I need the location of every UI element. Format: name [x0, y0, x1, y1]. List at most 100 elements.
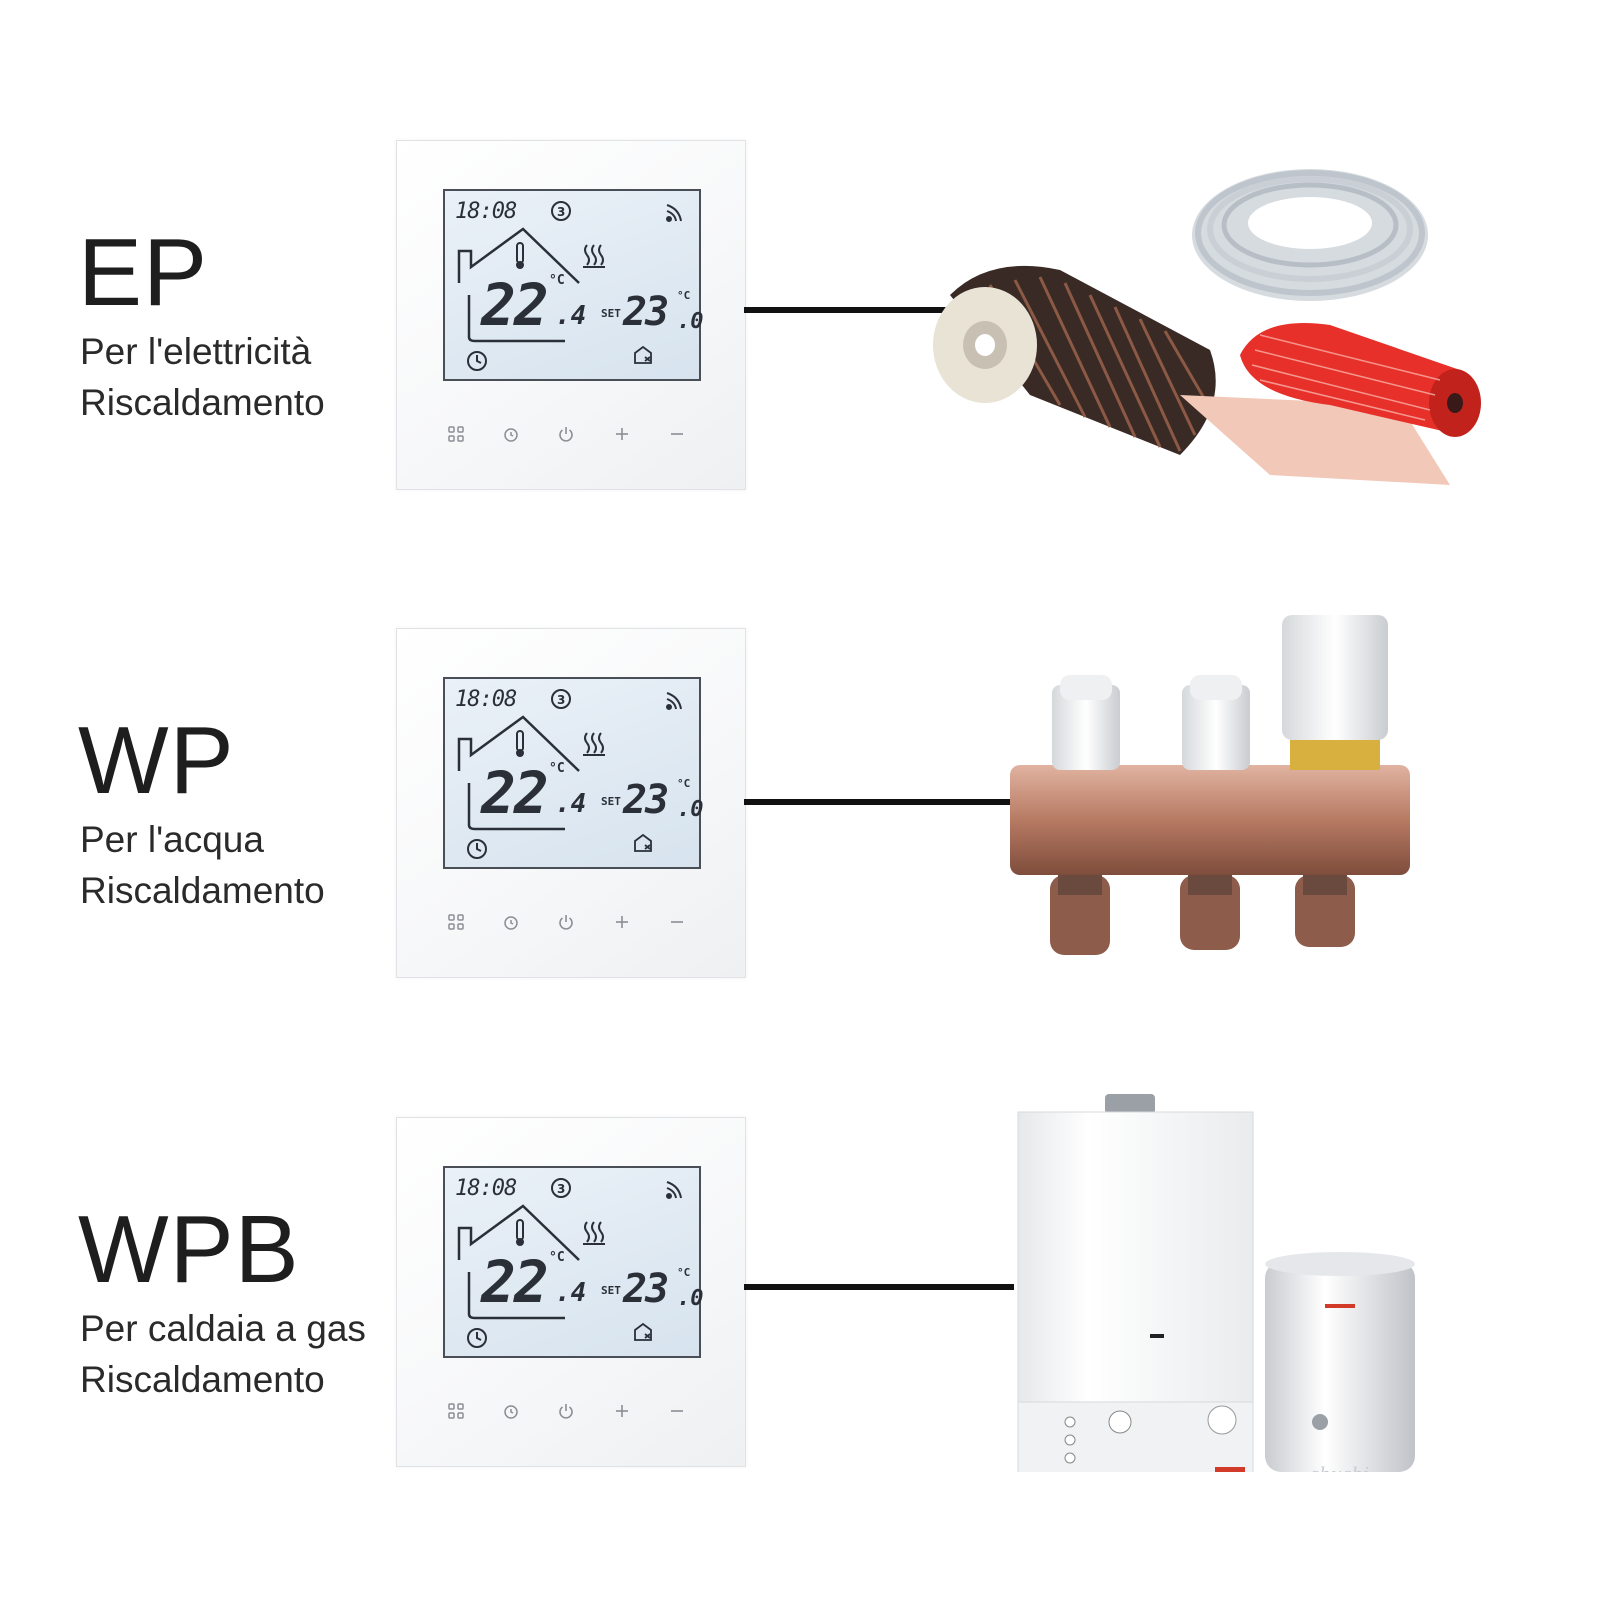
set-label: SET [601, 795, 621, 808]
room-temperature: 22 [481, 271, 549, 339]
heating-icon [583, 244, 605, 268]
room-temperature-unit: °C [549, 761, 565, 776]
power-button[interactable] [551, 907, 581, 937]
lcd-display: 3 18:08 22 .4 °C SET 23 .0 [443, 1166, 704, 1358]
thermometer-icon [516, 242, 524, 269]
watermark: shushi [1310, 1464, 1369, 1472]
set-temperature-unit: °C [677, 777, 691, 790]
thermostat: 3 18:08 22 .4 °C SET 23 .0 [396, 628, 746, 978]
wifi-icon [666, 692, 682, 710]
power-button[interactable] [551, 419, 581, 449]
plus-icon [616, 916, 628, 928]
minus-icon [671, 921, 683, 923]
power-icon [559, 427, 573, 442]
timer-button[interactable] [496, 1396, 526, 1426]
connection-wire [744, 799, 1014, 805]
power-button[interactable] [551, 1396, 581, 1426]
model-code: WP [78, 707, 235, 814]
model-description-2: Riscaldamento [80, 382, 325, 423]
plus-button[interactable] [607, 1396, 637, 1426]
clock-readout: 18:08 [455, 687, 517, 712]
model-description: Per l'acqua [80, 819, 264, 860]
minus-button[interactable] [662, 1396, 692, 1426]
room-temperature-unit: °C [549, 1250, 565, 1265]
plus-button[interactable] [607, 419, 637, 449]
thermostat: 3 18:08 22 .4 °C SET 23 .0 [396, 140, 746, 490]
thermometer-icon [516, 730, 524, 757]
menu-icon [448, 1403, 464, 1419]
thermometer-icon [516, 1219, 524, 1246]
menu-button[interactable] [441, 907, 471, 937]
minus-button[interactable] [662, 907, 692, 937]
minus-icon [671, 433, 683, 435]
plus-button[interactable] [607, 907, 637, 937]
row-wpb: WPB Per caldaia a gas Riscaldamento 3 [0, 1094, 1600, 1472]
room-temperature: 22 [481, 759, 549, 827]
menu-button[interactable] [441, 419, 471, 449]
room-temperature-decimal: .4 [555, 789, 587, 819]
model-code: WPB [78, 1196, 300, 1303]
touch-buttons [441, 419, 701, 449]
menu-icon [448, 914, 464, 930]
heating-icon [583, 732, 605, 756]
away-icon [634, 345, 652, 364]
menu-icon [448, 426, 464, 442]
gas-boiler-image: shushi [1017, 1094, 1415, 1472]
touch-buttons [441, 907, 701, 937]
set-temperature-decimal: .0 [677, 797, 704, 822]
room-temperature-decimal: .4 [555, 1278, 587, 1308]
svg-text:3: 3 [557, 205, 565, 219]
power-icon [559, 915, 573, 930]
house-outline-icon [457, 715, 580, 772]
clock-icon [467, 839, 487, 859]
house-outline-icon [457, 1204, 580, 1261]
plus-icon [616, 428, 628, 440]
room-temperature-unit: °C [549, 273, 565, 288]
row-wp: WP Per l'acqua Riscaldamento 3 [0, 615, 1600, 983]
wifi-icon [666, 1181, 682, 1199]
set-label: SET [601, 1284, 621, 1297]
program-icon: 3 [551, 1178, 571, 1198]
menu-button[interactable] [441, 1396, 471, 1426]
set-temperature: 23 [623, 777, 669, 823]
set-label: SET [601, 307, 621, 320]
timer-icon [504, 428, 518, 442]
heating-icon [583, 1221, 605, 1245]
row-ep: EP Per l'elettricità Riscaldamento 3 [0, 135, 1600, 495]
clock-icon [467, 1328, 487, 1348]
model-description-2: Riscaldamento [80, 1359, 325, 1400]
room-temperature: 22 [481, 1248, 549, 1316]
model-description-2: Riscaldamento [80, 870, 325, 911]
set-temperature-unit: °C [677, 1266, 691, 1279]
clock-readout: 18:08 [455, 199, 517, 224]
timer-button[interactable] [496, 419, 526, 449]
model-description: Per l'elettricità [80, 331, 312, 372]
room-temperature-decimal: .4 [555, 301, 587, 331]
timer-button[interactable] [496, 907, 526, 937]
set-temperature: 23 [623, 289, 669, 335]
clock-readout: 18:08 [455, 1176, 517, 1201]
cable-coil-image [1192, 169, 1428, 301]
wifi-icon [666, 204, 682, 222]
svg-text:3: 3 [557, 693, 565, 707]
away-icon [634, 1322, 652, 1341]
model-description: Per caldaia a gas [80, 1308, 366, 1349]
lcd-display: 3 18:08 22 .4 °C SET 23 .0 [443, 677, 704, 869]
connection-wire [744, 307, 966, 313]
plus-icon [616, 1405, 628, 1417]
timer-icon [504, 1405, 518, 1419]
svg-text:3: 3 [557, 1182, 565, 1196]
set-temperature: 23 [623, 1266, 669, 1312]
clock-icon [467, 351, 487, 371]
thermostat: 3 18:08 22 .4 °C SET 23 .0 [396, 1117, 746, 1467]
program-icon: 3 [551, 689, 571, 709]
set-temperature-decimal: .0 [677, 1286, 704, 1311]
minus-icon [671, 1410, 683, 1412]
set-temperature-unit: °C [677, 289, 691, 302]
house-outline-icon [457, 227, 580, 284]
water-manifold-image [1010, 615, 1410, 955]
connection-wire [744, 1284, 1014, 1290]
minus-button[interactable] [662, 419, 692, 449]
power-icon [559, 1404, 573, 1419]
touch-buttons [441, 1396, 701, 1426]
